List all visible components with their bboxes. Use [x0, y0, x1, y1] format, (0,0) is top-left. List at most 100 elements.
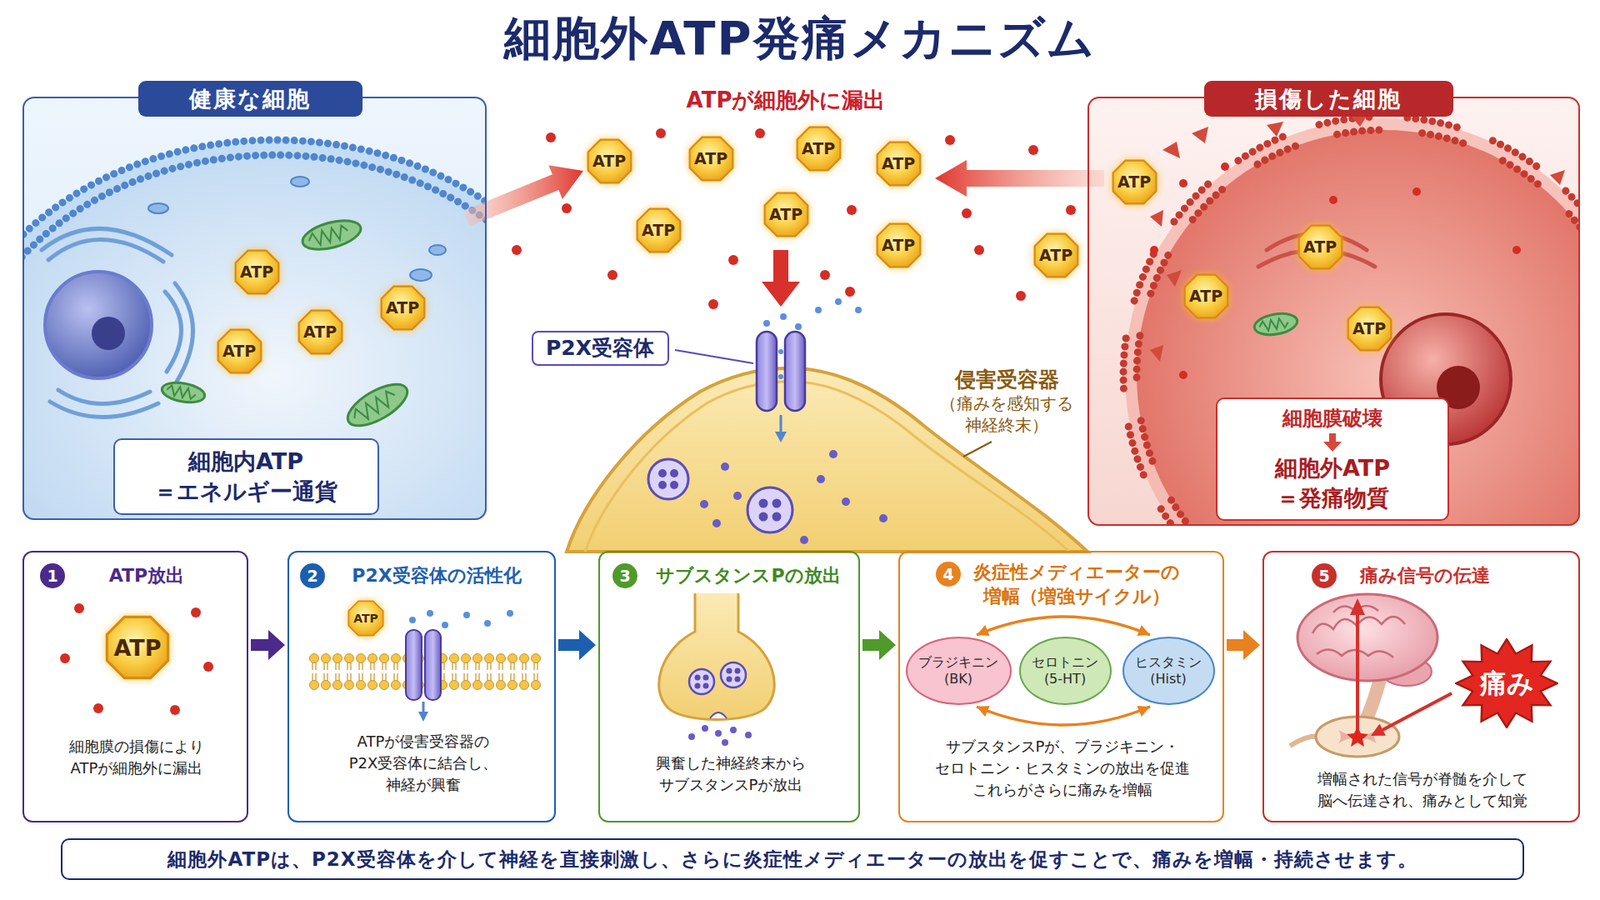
step-number: 1: [40, 563, 65, 589]
nociceptor-illustration: [566, 368, 1088, 552]
pain-text: 痛み: [1480, 670, 1535, 697]
nociceptor-illustration: [780, 415, 783, 434]
healthy-cell-illustration: [45, 271, 152, 379]
annotation-label: （痛みを感知する 神経終末）: [939, 393, 1075, 436]
leak-illustration: [655, 128, 666, 139]
atp-label: ATP: [694, 150, 728, 167]
step-heading: 炎症性メディエーターの 増幅（増強サイクル）: [972, 560, 1182, 609]
step-description: 細胞膜の損傷により ATPが細胞外に漏出: [68, 735, 206, 780]
atp-label: ATP: [1352, 320, 1386, 337]
step-number-text: 3: [619, 568, 630, 585]
nociceptor-illustration: [658, 469, 667, 478]
healthy-cell-illustration: [299, 215, 364, 255]
atp-label: ATP: [881, 155, 915, 172]
nociceptor-illustration: [829, 450, 838, 459]
atp-label: ATP: [240, 264, 274, 280]
atp-outline: [876, 223, 920, 267]
leak-illustration: [820, 270, 830, 280]
leak-illustration: [755, 128, 765, 139]
step-illustrations: [689, 669, 715, 695]
leak-illustration: [728, 255, 739, 265]
damaged-cell-illustration: [1258, 316, 1290, 332]
nociceptor-illustration: [778, 349, 784, 355]
step-illustrations: [426, 610, 434, 617]
cycle-arrow: [976, 705, 1150, 725]
atp-label: ATP: [769, 206, 803, 223]
step-box: 炎症性メディエーターの 増幅（増強サイクル）サブスタンスPが、ブラジキニン・ セ…: [898, 550, 1225, 823]
leak-illustration: [845, 286, 855, 297]
leak-illustration: [1015, 290, 1026, 301]
step-illustrations: [730, 726, 737, 734]
atp-outline: [1298, 225, 1342, 269]
step-illustrations: [93, 703, 104, 714]
healthy-cell-illustration: [341, 375, 414, 434]
nociceptor-illustration: [658, 480, 667, 490]
burst-outline: [1455, 639, 1558, 728]
nociceptor-illustration: [759, 499, 769, 509]
leak-illustration: [463, 165, 584, 226]
nociceptor-illustration: [763, 320, 770, 327]
panel-title: 損傷した細胞: [1204, 80, 1454, 117]
nociceptor-illustration: [855, 306, 862, 314]
atp-label: ATP: [303, 324, 337, 340]
step-illustrations: [735, 668, 741, 675]
step-illustrations: [1355, 613, 1360, 730]
atp-label: ATP: [801, 140, 835, 157]
step-number-text: 2: [306, 568, 318, 585]
leak-illustration: [708, 299, 719, 310]
box-text: 細胞膜破壊: [1281, 405, 1385, 432]
nociceptor-illustration: [733, 491, 742, 500]
cell-panel: 損傷した細胞ATPATPATPATP細胞膜破壊細胞外ATP ＝発痛物質: [1087, 96, 1580, 526]
healthy-cell-illustration: [22, 155, 487, 520]
damaged-cell-illustration: [1179, 179, 1188, 188]
damaged-cell-illustration: [1191, 126, 1209, 144]
nociceptor-illustration: [775, 431, 787, 443]
step-illustrations: [203, 661, 214, 672]
step-number: 3: [612, 563, 638, 589]
flow-arrow: [862, 630, 896, 660]
nociceptor-illustration: [785, 331, 805, 411]
step-number: 2: [300, 563, 325, 589]
damaged-cell-illustration: [1162, 141, 1180, 159]
step-illustrations: [418, 711, 429, 722]
healthy-cell-illustration: [410, 269, 432, 281]
atp-molecule: ATP: [875, 222, 922, 269]
atp-outline: [689, 136, 733, 180]
atp-molecule: ATP: [586, 138, 633, 185]
healthy-cell-illustration: [429, 245, 446, 255]
arrowhead: [1136, 705, 1150, 717]
damaged-cell-illustration: [1220, 162, 1230, 171]
atp-outline: [106, 616, 168, 678]
leak-illustration: [761, 250, 800, 307]
step-illustrations: [695, 683, 701, 690]
damaged-cell-illustration: [1179, 370, 1188, 380]
nociceptor-illustration: [772, 512, 782, 522]
mediator-oval: ヒスタミン (Hist): [1122, 636, 1215, 705]
leak-illustration: [945, 135, 955, 145]
arrowhead: [976, 705, 990, 717]
info-box: 細胞膜破壊細胞外ATP ＝発痛物質: [1215, 397, 1450, 521]
atp-label: ATP: [1189, 288, 1223, 305]
info-box: 細胞内ATP ＝エネルギー通貨: [113, 438, 380, 515]
flow-arrow: [250, 630, 285, 660]
step-illustrations: [710, 712, 727, 719]
atp-outline: [764, 192, 808, 236]
atp-molecule: ATP: [347, 600, 385, 637]
step-illustrations: [1370, 724, 1386, 737]
atp-molecule: ATP: [1346, 305, 1393, 352]
step-illustrations: [463, 611, 470, 619]
atp-label: ATP: [353, 612, 379, 625]
nociceptor-illustration: [759, 512, 769, 522]
leak-illustration: [463, 128, 1105, 310]
mediator-name: ブラジキニン (BK): [917, 654, 1000, 688]
step-heading: ATP放出: [107, 564, 186, 589]
damaged-cell-illustration: [1329, 195, 1338, 205]
step-illustrations: [1350, 598, 1365, 615]
atp-molecule: ATP: [688, 135, 735, 182]
atp-molecule: ATP: [763, 191, 810, 238]
leak-illustration: [1028, 145, 1039, 155]
step-illustrations: [703, 675, 710, 681]
atp-molecule: ATP: [1033, 232, 1080, 279]
healthy-cell-illustration: [22, 155, 487, 520]
